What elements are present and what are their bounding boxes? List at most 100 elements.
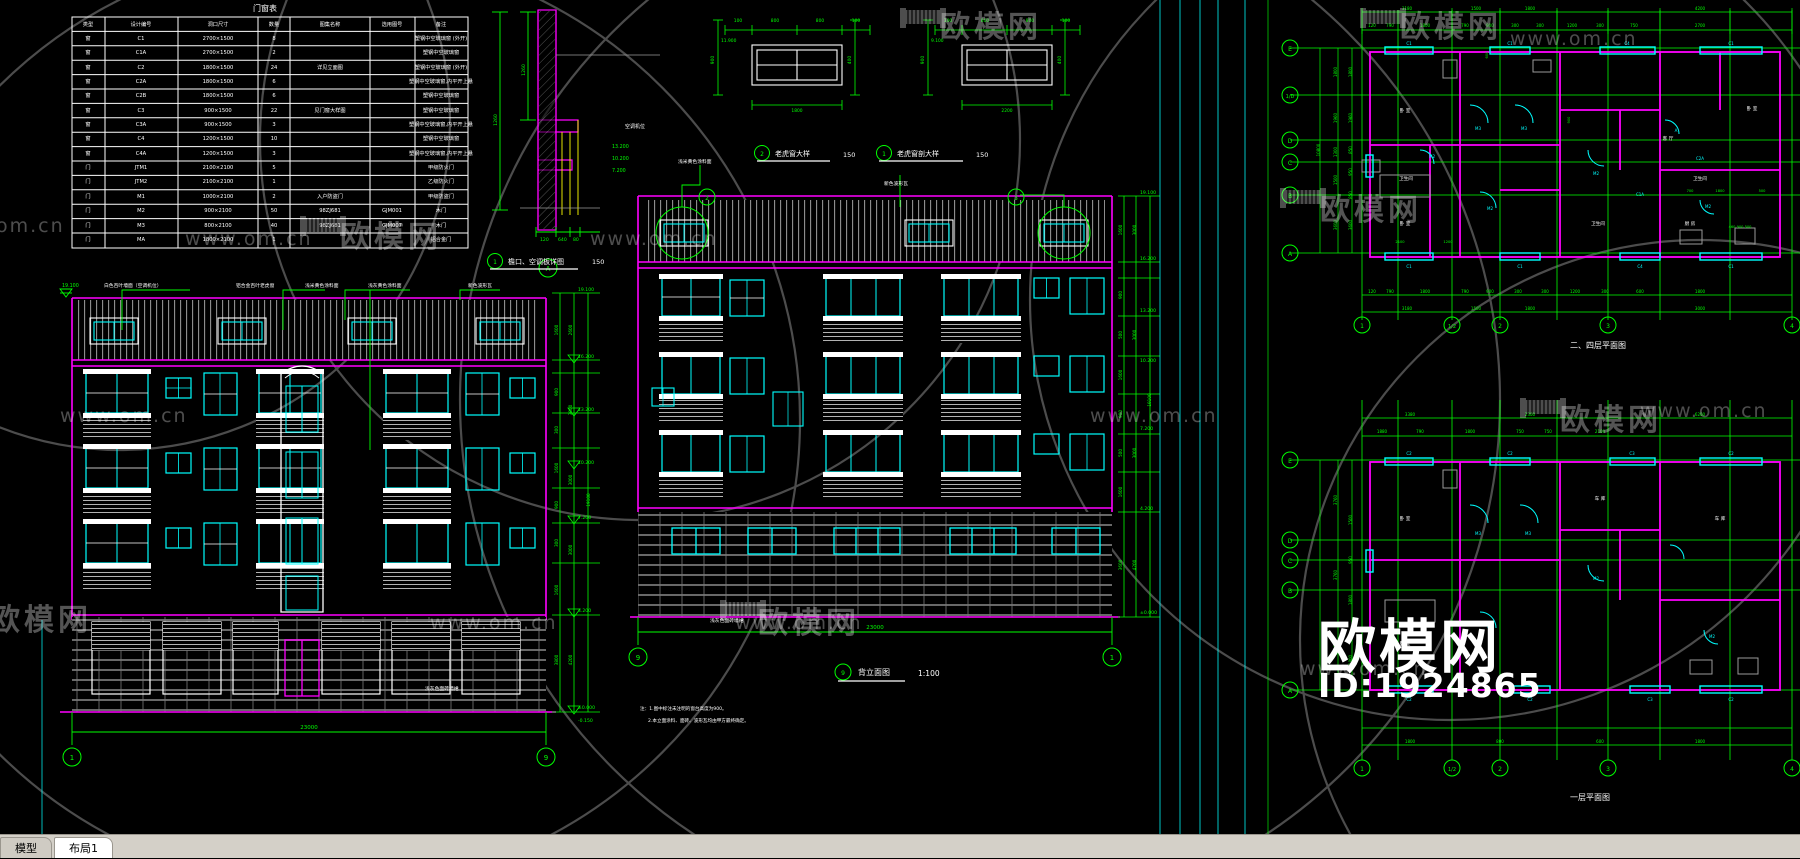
svg-text:3600: 3600 <box>1348 219 1353 230</box>
svg-text:C1: C1 <box>1406 41 1412 46</box>
svg-text:2.本立面涂料、面砖、波形瓦均由甲方最终确定。: 2.本立面涂料、面砖、波形瓦均由甲方最终确定。 <box>648 717 749 724</box>
svg-text:M2: M2 <box>1709 634 1715 639</box>
svg-text:备注: 备注 <box>436 20 446 28</box>
svg-text:1800: 1800 <box>1348 654 1353 665</box>
svg-text:3600: 3600 <box>1118 559 1123 570</box>
svg-text:入户防盗门: 入户防盗门 <box>317 192 343 200</box>
svg-text:800: 800 <box>771 18 780 24</box>
svg-text:铝合金百叶老虎窗: 铝合金百叶老虎窗 <box>236 282 275 289</box>
svg-text:±0.000: ±0.000 <box>578 705 595 711</box>
svg-text:卫生间: 卫生间 <box>1693 175 1707 182</box>
svg-text:400: 400 <box>1057 56 1063 65</box>
svg-text:800: 800 <box>816 18 825 24</box>
svg-text:M3: M3 <box>1521 126 1527 131</box>
svg-text:640: 640 <box>558 237 567 243</box>
svg-text:车 库: 车 库 <box>1595 495 1606 502</box>
svg-text:±0.000: ±0.000 <box>1140 610 1157 616</box>
svg-text:790: 790 <box>1386 23 1394 28</box>
svg-text:1800×1500: 1800×1500 <box>203 65 234 71</box>
svg-text:3180: 3180 <box>1402 6 1413 11</box>
svg-text:新色波形瓦: 新色波形瓦 <box>468 282 492 289</box>
svg-text:3000: 3000 <box>1695 306 1706 311</box>
svg-text:120: 120 <box>1368 23 1376 28</box>
svg-text:A: A <box>1288 688 1293 695</box>
svg-text:厨 房: 厨 房 <box>1685 220 1696 227</box>
svg-text:19.100: 19.100 <box>578 287 594 293</box>
svg-text:C1A: C1A <box>1636 192 1644 197</box>
svg-text:2: 2 <box>272 194 275 200</box>
svg-text:7.200: 7.200 <box>612 168 626 174</box>
svg-text:C2: C2 <box>138 65 145 71</box>
tab-model[interactable]: 模型 <box>0 837 52 858</box>
svg-text:C2: C2 <box>1728 451 1734 456</box>
svg-text:150: 150 <box>592 258 604 266</box>
svg-text:木门: 木门 <box>436 221 446 229</box>
svg-text:3: 3 <box>1606 766 1610 773</box>
svg-text:B: B <box>1288 588 1292 595</box>
svg-text:4200: 4200 <box>1695 6 1706 11</box>
svg-text:4: 4 <box>1790 766 1794 773</box>
svg-text:2300: 2300 <box>1525 412 1536 417</box>
status-bar[interactable]: 模型 布局1 <box>0 834 1800 858</box>
svg-text:1800: 1800 <box>1348 66 1353 77</box>
svg-text:900: 900 <box>554 501 559 509</box>
svg-text:300: 300 <box>1541 289 1549 294</box>
svg-text:900: 900 <box>710 56 716 65</box>
svg-text:3000: 3000 <box>1132 224 1137 235</box>
svg-text:1800: 1800 <box>1405 739 1416 744</box>
svg-text:1800: 1800 <box>1715 189 1725 193</box>
svg-text:2: 2 <box>1498 323 1502 330</box>
svg-text:120: 120 <box>540 237 549 243</box>
svg-text:新色波形瓦: 新色波形瓦 <box>884 180 908 187</box>
svg-text:M2: M2 <box>1487 624 1493 629</box>
svg-text:A: A <box>1675 128 1678 133</box>
svg-text:950: 950 <box>1348 556 1353 564</box>
svg-text:790: 790 <box>1386 289 1394 294</box>
svg-text:900: 900 <box>1567 116 1571 124</box>
svg-text:2700×1500: 2700×1500 <box>203 36 234 42</box>
svg-text:1200: 1200 <box>1567 23 1578 28</box>
svg-text:M3: M3 <box>1475 531 1481 536</box>
svg-text:门: 门 <box>85 163 90 171</box>
svg-text:100: 100 <box>734 18 743 24</box>
svg-text:1800: 1800 <box>1695 289 1706 294</box>
svg-text:图集名称: 图集名称 <box>320 20 341 28</box>
svg-text:9.100: 9.100 <box>931 38 944 44</box>
svg-text:1960: 1960 <box>1333 112 1338 123</box>
svg-text:100: 100 <box>1062 18 1071 24</box>
svg-text:2100: 2100 <box>1395 240 1405 244</box>
svg-text:800×2100: 800×2100 <box>204 223 231 229</box>
svg-text:4: 4 <box>1790 323 1794 330</box>
svg-text:设计编号: 设计编号 <box>131 20 152 28</box>
svg-text:C1: C1 <box>1406 264 1412 269</box>
svg-text:卫生间: 卫生间 <box>1399 175 1413 182</box>
svg-text:B: B <box>1288 193 1292 200</box>
svg-text:浅灰色面砖墙裙: 浅灰色面砖墙裙 <box>710 617 744 624</box>
svg-text:窗: 窗 <box>85 34 90 42</box>
svg-text:700: 700 <box>1687 189 1695 193</box>
svg-text:9: 9 <box>841 670 845 677</box>
svg-text:1600: 1600 <box>1118 486 1123 497</box>
tab-layout1[interactable]: 布局1 <box>54 837 113 858</box>
svg-text:13.200: 13.200 <box>578 407 594 413</box>
svg-text:门: 门 <box>85 235 90 243</box>
svg-text:19100: 19100 <box>586 493 591 507</box>
svg-text:24: 24 <box>271 65 278 71</box>
svg-text:檐口、空调板详图: 檐口、空调板详图 <box>508 257 564 266</box>
svg-text:浅灰色面砖墙裙: 浅灰色面砖墙裙 <box>425 685 459 692</box>
svg-text:塑钢中空玻璃窗,内平开上悬: 塑钢中空玻璃窗,内平开上悬 <box>409 120 473 128</box>
svg-text:甲级防火门: 甲级防火门 <box>428 163 454 171</box>
svg-text:2100×2100: 2100×2100 <box>203 179 234 185</box>
svg-text:C2A: C2A <box>136 79 147 85</box>
svg-text:7.200: 7.200 <box>1140 426 1153 432</box>
svg-text:300: 300 <box>554 426 559 434</box>
svg-text:100: 100 <box>944 18 953 24</box>
svg-text:900: 900 <box>554 388 559 396</box>
svg-text:C2: C2 <box>1507 451 1513 456</box>
svg-text:1200×1500: 1200×1500 <box>203 136 234 142</box>
svg-text:98ZJ681: 98ZJ681 <box>319 223 341 229</box>
svg-text:塑钢中空玻璃窗 (外开): 塑钢中空玻璃窗 (外开) <box>415 34 467 42</box>
svg-text:卧 室: 卧 室 <box>1400 220 1411 227</box>
